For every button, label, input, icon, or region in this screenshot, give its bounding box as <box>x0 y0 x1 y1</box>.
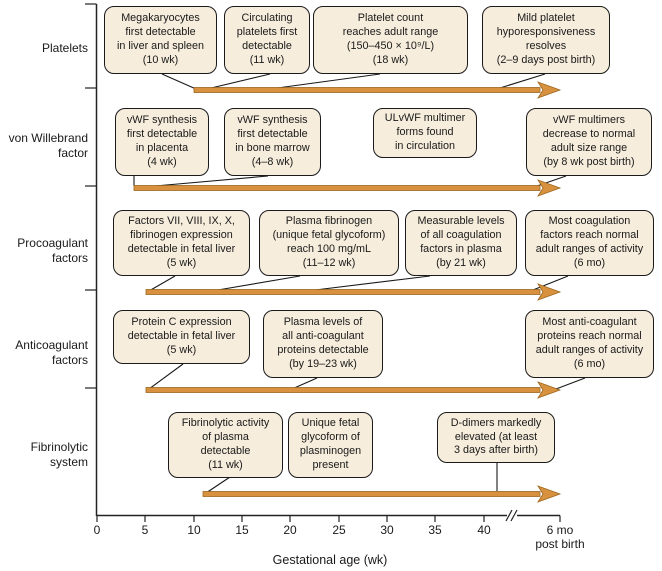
timeline-arrow-fibrinolytic <box>202 485 562 503</box>
row-label-fibrinolytic: Fibrinolytic system <box>30 440 88 469</box>
tick-label-40: 40 <box>477 523 491 537</box>
event-box-anticoagulant-normal: Most anti-coagulant proteins reach norma… <box>525 310 654 378</box>
event-box-circulating-platelets: Circulating platelets first detectable (… <box>224 6 310 74</box>
event-box-vwf-placenta: vWF synthesis first detectable in placen… <box>115 108 209 176</box>
event-box-fibrinolytic-activity: Fibrinolytic activity of plasma detectab… <box>168 412 283 478</box>
event-box-megakaryocytes: Megakaryocytes first detectable in liver… <box>104 6 217 74</box>
tick-label-25: 25 <box>332 523 346 537</box>
timeline-arrow-anticoagulant <box>145 381 562 399</box>
left-axis <box>85 3 98 516</box>
tick-label-20: 20 <box>283 523 297 537</box>
axis-break-mark <box>505 509 518 522</box>
event-box-vwf-bone-marrow: vWF synthesis first detectable in bone m… <box>224 108 321 176</box>
row-label-procoagulant: Procoagulant factors <box>17 236 88 265</box>
event-box-ulvwf-multimer: ULvWF multimer forms found in circulatio… <box>373 108 477 158</box>
gestational-age-axis <box>96 509 561 522</box>
row-label-platelets: Platelets <box>41 41 88 55</box>
event-box-plasminogen-glycoform: Unique fetal glycoform of plasminogen pr… <box>288 412 373 478</box>
event-box-plasma-fibrinogen: Plasma fibrinogen (unique fetal glycofor… <box>259 210 399 276</box>
tick-label-6mo-post-birth: 6 mo post birth <box>535 523 585 551</box>
tick-label-0: 0 <box>93 523 101 537</box>
event-box-hyporesponsiveness: Mild platelet hyporesponsiveness resolve… <box>482 6 610 74</box>
event-box-anticoagulant-levels: Plasma levels of all anti-coagulant prot… <box>263 310 383 378</box>
event-box-vwf-multimers: vWF multimers decrease to normal adult s… <box>526 108 652 176</box>
row-label-anticoagulant: Anticoagulant factors <box>15 338 88 367</box>
tick-label-30: 30 <box>380 523 394 537</box>
event-box-platelet-count: Platelet count reaches adult range (150–… <box>313 6 468 74</box>
tick-label-10: 10 <box>187 523 201 537</box>
timeline-arrow-platelets <box>193 81 562 99</box>
event-box-measurable-levels: Measurable levels of all coagulation fac… <box>405 210 517 276</box>
timeline-arrow-procoagulant <box>145 283 562 301</box>
event-box-protein-c: Protein C expression detectable in fetal… <box>113 310 250 364</box>
tick-label-35: 35 <box>428 523 442 537</box>
tick-label-15: 15 <box>235 523 249 537</box>
event-box-coagulation-normal: Most coagulation factors reach normal ad… <box>525 210 654 276</box>
axis-title: Gestational age (wk) <box>272 553 388 567</box>
event-box-d-dimers: D-dimers markedly elevated (at least 3 d… <box>437 412 555 463</box>
timeline-arrow-vwf <box>133 179 562 197</box>
row-label-vwf: von Willebrand factor <box>8 131 88 160</box>
event-box-factors-expression: Factors VII, VIII, IX, X, fibrinogen exp… <box>113 210 250 276</box>
tick-label-5: 5 <box>141 523 149 537</box>
